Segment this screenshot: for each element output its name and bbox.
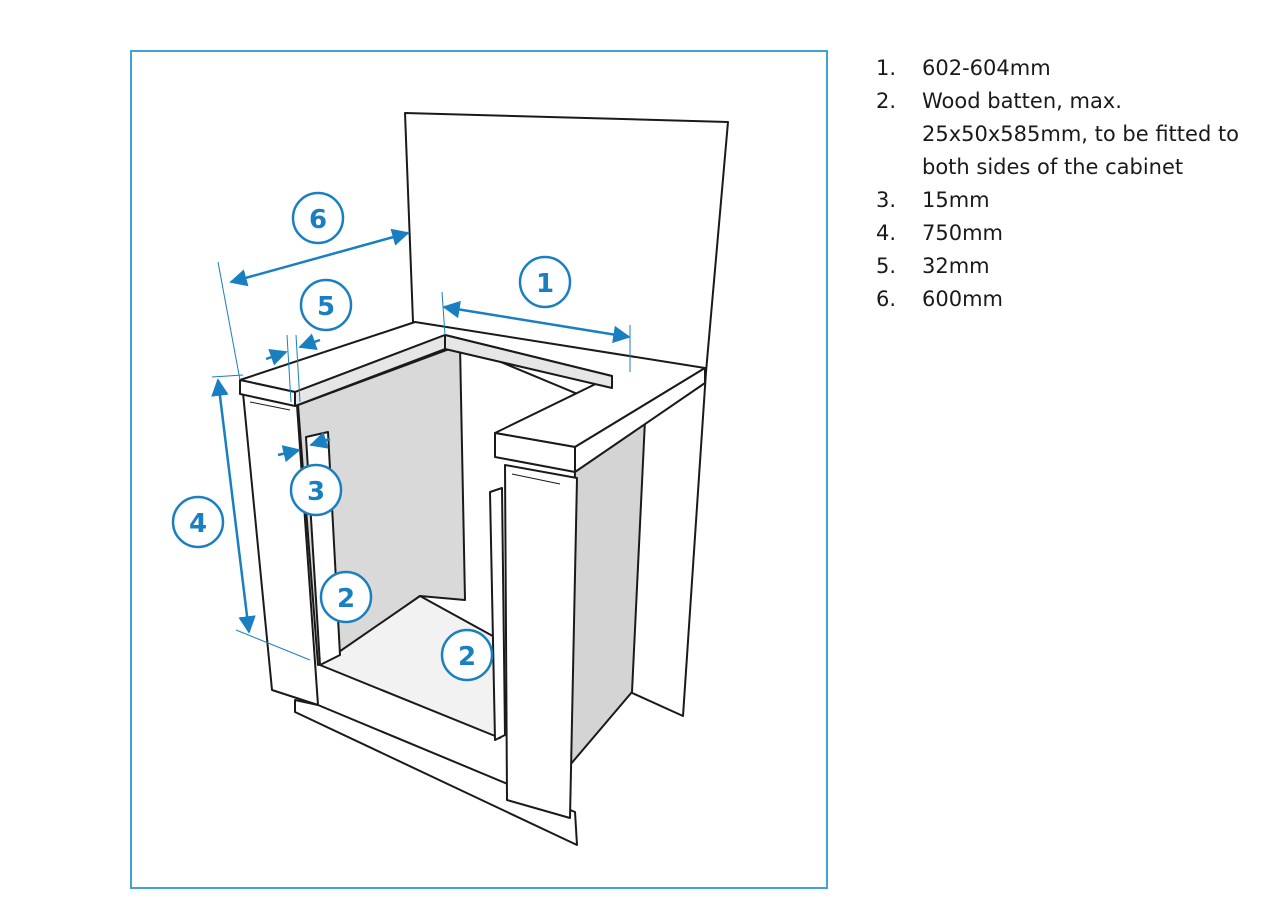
diagram-frame (130, 50, 828, 889)
callout-2-right: 2 (440, 628, 494, 682)
callout-5: 5 (299, 278, 353, 332)
svg-text:3: 3 (307, 477, 325, 507)
dimension-5-left (265, 348, 288, 366)
worktop-edge-side (574, 367, 706, 473)
legend-item: 6.600mm (876, 287, 1003, 311)
svg-text:2: 2 (458, 642, 476, 672)
callout-1: 1 (518, 255, 572, 309)
legend-item: 4.750mm (876, 221, 1003, 245)
right-batten (489, 487, 506, 741)
svg-text:1: 1 (536, 269, 554, 299)
right-side-panel (569, 419, 646, 766)
dimension-3-right (309, 431, 331, 449)
svg-text:6: 6 (309, 205, 327, 235)
svg-text:4: 4 (189, 509, 207, 539)
legend-item: 2.Wood batten, max. 25x50x585mm, to be f… (876, 89, 1240, 179)
legend-item: 1.602-604mm (876, 56, 1051, 80)
dimension-6 (229, 228, 410, 287)
callout-4: 4 (171, 495, 225, 549)
worktop-edge-back (444, 334, 613, 389)
dimension-lines (211, 228, 631, 661)
right-front-panel (504, 464, 578, 819)
dimension-1 (442, 300, 631, 344)
dimension-3-left (277, 445, 301, 463)
svg-text:2: 2 (337, 584, 355, 614)
callout-6: 6 (291, 191, 345, 245)
dimension-4 (211, 378, 256, 634)
callout-2-left: 2 (319, 570, 373, 624)
dimension-legend: 1.602-604mm 2.Wood batten, max. 25x50x58… (876, 52, 1252, 316)
legend-item: 3.15mm (876, 188, 990, 212)
svg-text:5: 5 (317, 292, 335, 322)
dimension-5-right (298, 333, 321, 351)
legend-item: 5.32mm (876, 254, 990, 278)
callout-3: 3 (289, 463, 343, 517)
